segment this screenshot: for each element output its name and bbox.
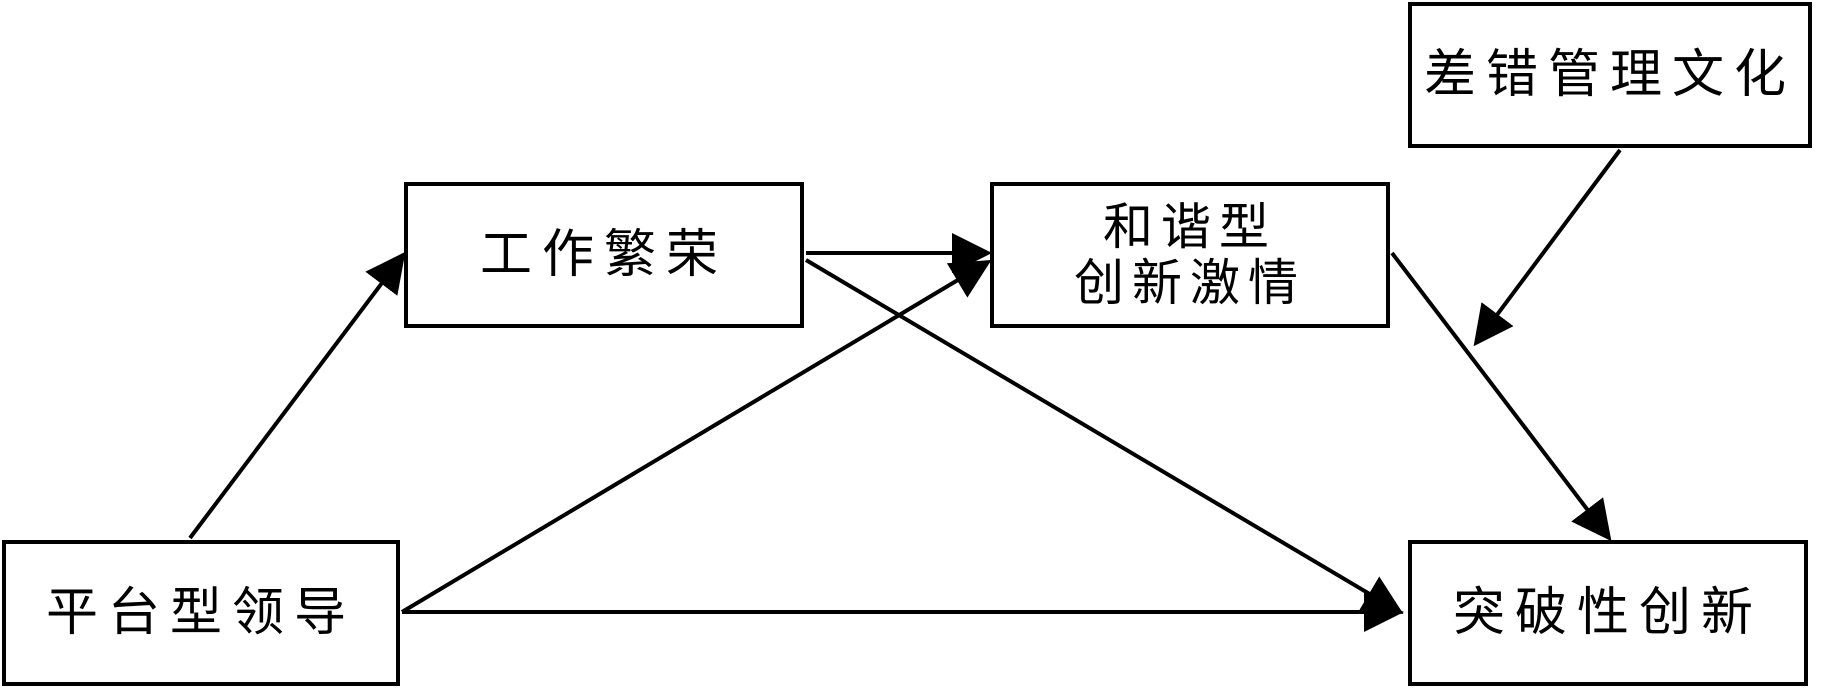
edge-platform-to-thriving	[188, 251, 406, 540]
edge-platform-to-passion	[400, 259, 992, 614]
edge-passion-to-breakthrough	[1390, 251, 1612, 542]
node-label-harmonious-passion-line2: 创新激情	[1074, 254, 1306, 312]
node-work-thriving: 工作繁荣	[404, 182, 804, 328]
node-platform-leadership: 平台型领导	[2, 540, 400, 686]
node-label-harmonious-passion-line1: 和谐型	[1103, 198, 1277, 256]
edge-thriving-to-breakthrough	[804, 258, 1404, 615]
node-label-breakthrough-innovation: 突破性创新	[1452, 583, 1763, 643]
node-harmonious-passion: 和谐型 创新激情	[990, 182, 1390, 328]
node-label-work-thriving: 工作繁荣	[479, 225, 728, 285]
node-error-management-culture: 差错管理文化	[1408, 2, 1812, 148]
node-label-error-management-culture: 差错管理文化	[1423, 45, 1796, 105]
edge-errorculture-moderation	[1473, 148, 1622, 347]
node-breakthrough-innovation: 突破性创新	[1408, 540, 1808, 686]
node-label-harmonious-passion: 和谐型 创新激情	[1074, 199, 1306, 311]
node-label-platform-leadership: 平台型领导	[45, 583, 356, 643]
